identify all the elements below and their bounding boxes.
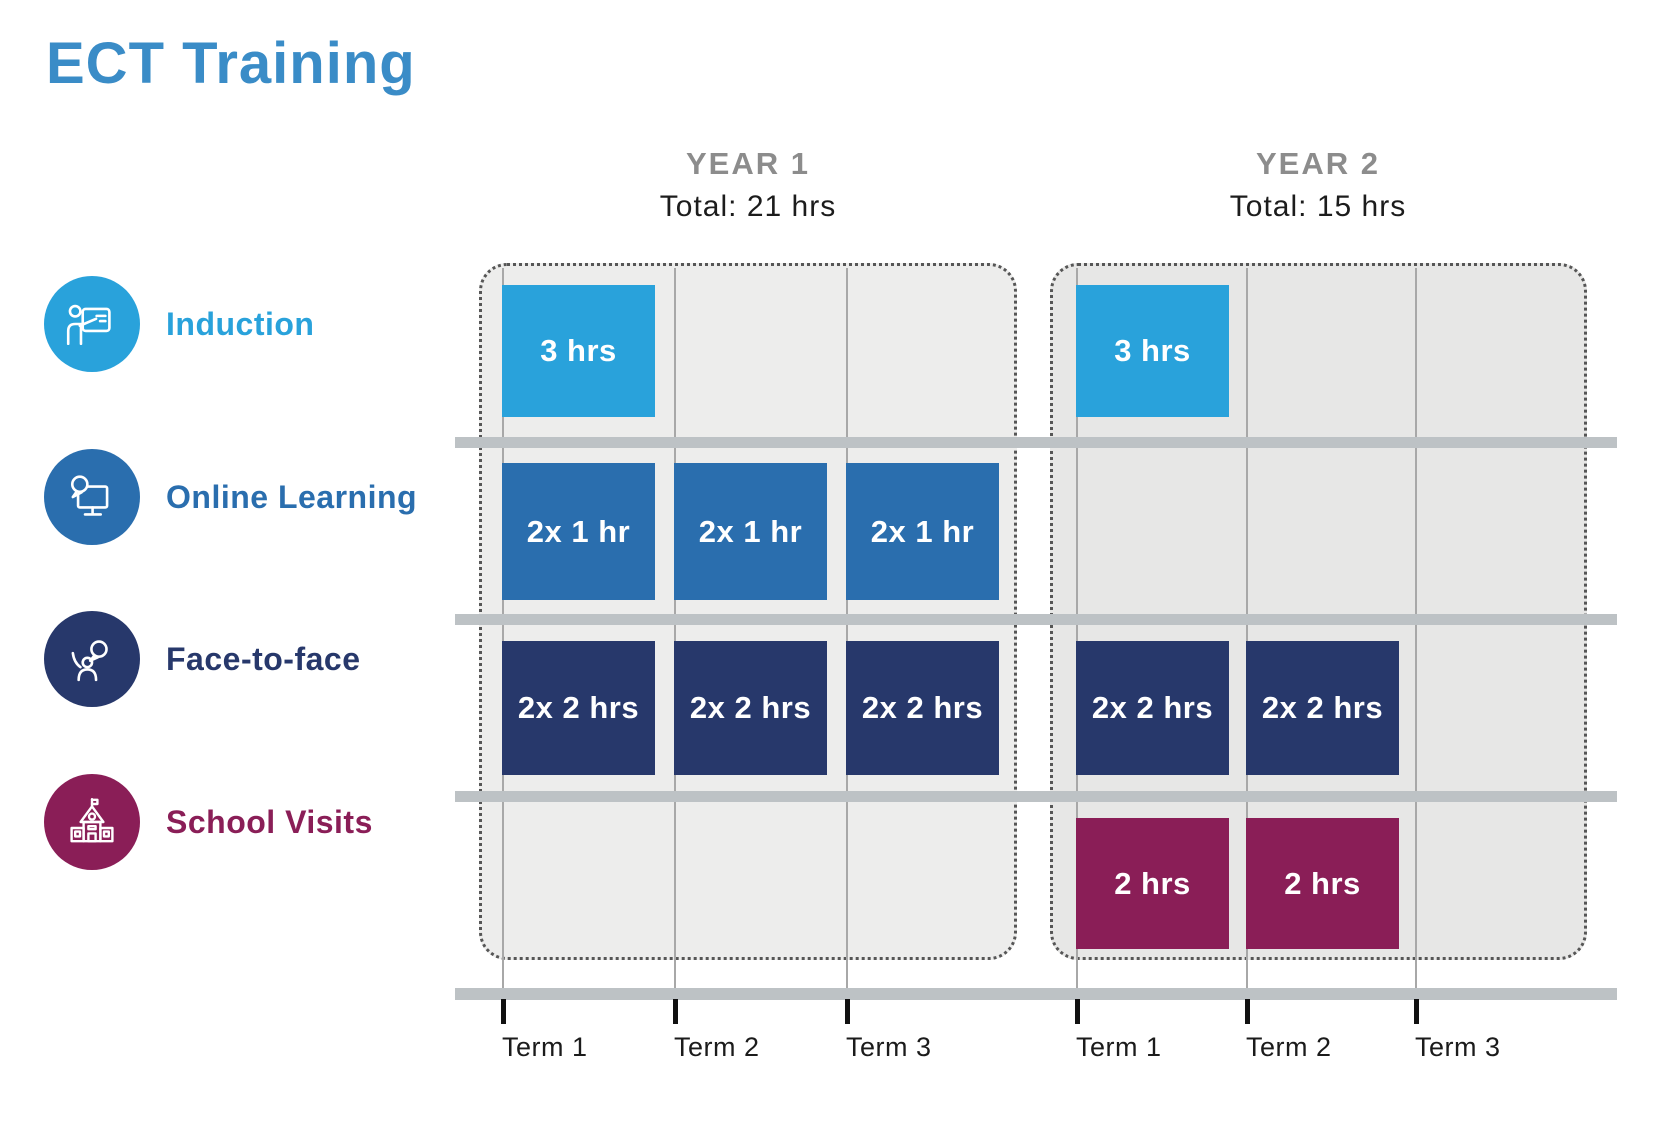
schedule-block-school-y2-t1: 2 hrs <box>1076 818 1229 949</box>
term-label: Term 1 <box>1076 1032 1162 1062</box>
schedule-block-face_to_face-y2-t2: 2x 2 hrs <box>1246 641 1399 775</box>
term-label: Term 2 <box>1246 1032 1332 1062</box>
online-learning-icon <box>70 475 109 516</box>
category-row-induction: Induction <box>44 276 464 372</box>
category-label-induction: Induction <box>166 305 315 342</box>
row-separator-bar <box>455 614 1617 625</box>
schedule-block-induction-y2-t1: 3 hrs <box>1076 285 1229 417</box>
year2-header: YEAR 2 <box>1256 146 1380 181</box>
term-tick <box>501 999 506 1024</box>
category-row-face-to-face: Face-to-face <box>44 611 464 707</box>
schedule-block-online-y1-t1: 2x 1 hr <box>502 463 655 600</box>
schedule-block-face_to_face-y1-t3: 2x 2 hrs <box>846 641 999 775</box>
schedule-block-face_to_face-y1-t2: 2x 2 hrs <box>674 641 827 775</box>
category-row-school-visits: School Visits <box>44 774 464 870</box>
term-label: Term 2 <box>674 1032 760 1062</box>
term-tick <box>845 999 850 1024</box>
term-gridline <box>1246 268 1248 988</box>
term-tick <box>1414 999 1419 1024</box>
category-label-school-visits: School Visits <box>166 803 373 840</box>
row-separator-bar <box>455 437 1617 448</box>
term-gridline <box>1076 268 1078 988</box>
face-to-face-circle <box>44 611 140 707</box>
term-label: Term 3 <box>1415 1032 1501 1062</box>
category-label-face-to-face: Face-to-face <box>166 640 361 677</box>
term-gridline <box>674 268 676 988</box>
schedule-block-face_to_face-y1-t1: 2x 2 hrs <box>502 641 655 775</box>
category-row-online-learning: Online Learning <box>44 449 464 545</box>
timeline-axis-bar <box>455 988 1617 1000</box>
school-icon <box>70 798 114 843</box>
term-label: Term 1 <box>502 1032 588 1062</box>
term-label: Term 3 <box>846 1032 932 1062</box>
page-title: ECT Training <box>46 31 416 96</box>
schedule-block-online-y1-t2: 2x 1 hr <box>674 463 827 600</box>
year2-total: Total: 15 hrs <box>1229 190 1407 223</box>
schedule-block-face_to_face-y2-t1: 2x 2 hrs <box>1076 641 1229 775</box>
term-tick <box>1245 999 1250 1024</box>
presentation-icon <box>66 304 111 346</box>
schedule-block-school-y2-t2: 2 hrs <box>1246 818 1399 949</box>
year1-header: YEAR 1 <box>686 146 810 181</box>
face-to-face-icon <box>71 640 108 682</box>
term-tick <box>673 999 678 1024</box>
row-separator-bar <box>455 791 1617 802</box>
term-tick <box>1075 999 1080 1024</box>
term-gridline <box>502 268 504 988</box>
category-label-online-learning: Online Learning <box>166 478 418 515</box>
term-gridline <box>1415 268 1417 988</box>
induction-circle <box>44 276 140 372</box>
year1-total: Total: 21 hrs <box>659 190 837 223</box>
term-gridline <box>846 268 848 988</box>
school-visits-circle <box>44 774 140 870</box>
schedule-block-online-y1-t3: 2x 1 hr <box>846 463 999 600</box>
online-learning-circle <box>44 449 140 545</box>
schedule-block-induction-y1-t1: 3 hrs <box>502 285 655 417</box>
